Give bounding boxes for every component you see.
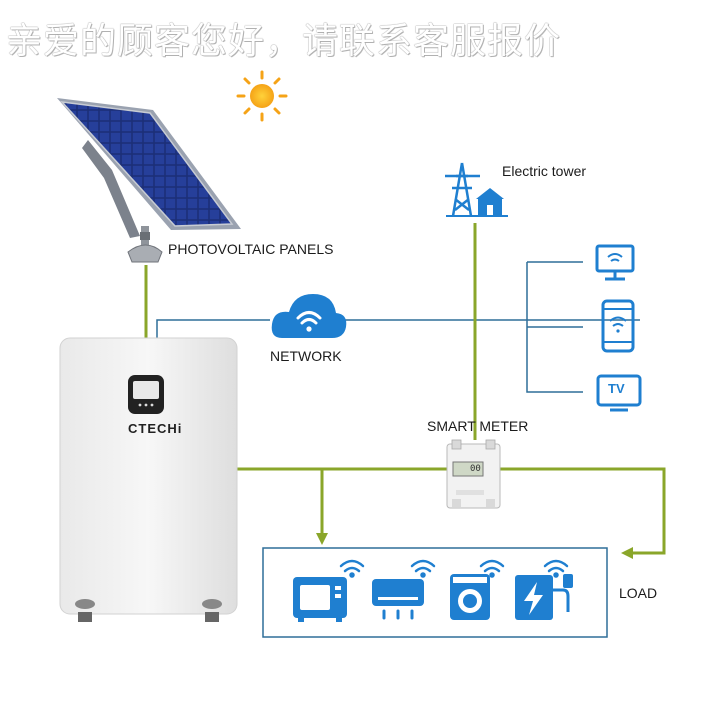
ev-charger-icon	[515, 574, 573, 620]
electric-tower-icon	[445, 162, 508, 217]
battery-brand-label: CTECHi	[128, 421, 183, 436]
phone-icon	[601, 299, 635, 353]
tv-icon-label: TV	[608, 381, 625, 396]
smart-meter-label: SMART METER	[427, 418, 529, 434]
meter-display-value: 00	[470, 464, 481, 474]
photovoltaic-label: PHOTOVOLTAIC PANELS	[168, 241, 334, 257]
tv-icon	[596, 374, 642, 412]
battery-cabinet	[59, 337, 238, 622]
monitor-icon	[595, 244, 635, 281]
cloud-wifi-icon	[271, 294, 347, 338]
microwave-icon	[293, 577, 347, 622]
watermark-text: 亲爱的顾客您好，请联系客服报价	[6, 21, 562, 62]
wifi-signals	[339, 559, 569, 578]
solar-panel	[57, 98, 241, 263]
power-arrows	[316, 533, 633, 559]
smart-meter	[446, 439, 501, 509]
electric-tower-label: Electric tower	[502, 163, 587, 179]
network-label: NETWORK	[270, 348, 342, 364]
sun-icon	[236, 70, 288, 122]
load-label: LOAD	[619, 585, 658, 601]
washing-machine-icon	[450, 574, 490, 620]
air-conditioner-icon	[372, 579, 424, 620]
network-wires	[156, 261, 640, 638]
power-wires	[144, 223, 666, 555]
